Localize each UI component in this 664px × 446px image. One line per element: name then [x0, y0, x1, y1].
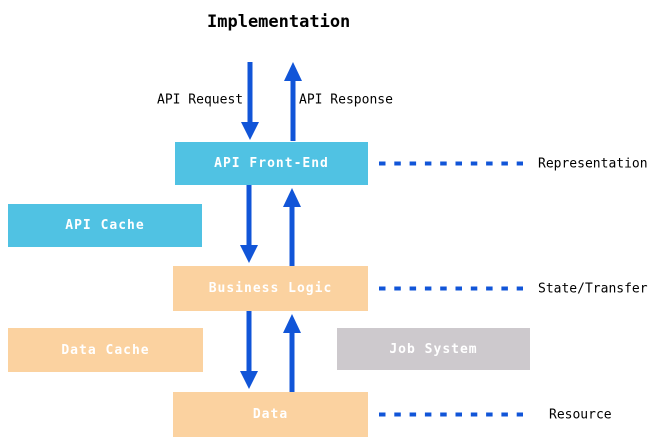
api-request-label: API Request [157, 92, 244, 108]
logic-to-frontend-arrow-up-icon [283, 188, 301, 266]
frontend-to-logic-arrow-down-icon [240, 185, 258, 263]
data-box-label: Data [252, 407, 289, 422]
api-front-end-box-label: API Front-End [214, 156, 329, 171]
logic-to-data-arrow-down-icon [240, 311, 258, 389]
job-system-box-label: Job System [389, 341, 478, 357]
business-logic-box-label: Business Logic [208, 281, 333, 296]
api-cache-box: API Cache [8, 204, 202, 247]
business-logic-box: Business Logic [173, 266, 368, 311]
state-transfer-layer-label: State/Transfer [538, 281, 648, 297]
data-to-logic-arrow-up-icon [283, 314, 301, 392]
data-cache-box: Data Cache [8, 328, 203, 372]
diagram-title: Implementation [207, 12, 351, 32]
api-front-end-box: API Front-End [175, 142, 368, 185]
representation-layer-label: Representation [538, 156, 648, 172]
job-system-box: Job System [337, 328, 530, 370]
api-request-arrow-down-icon [241, 62, 259, 140]
data-cache-box-label: Data Cache [61, 342, 150, 358]
data-box: Data [173, 392, 368, 437]
api-response-label: API Response [299, 92, 393, 108]
resource-layer-label: Resource [549, 407, 612, 423]
api-cache-box-label: API Cache [65, 218, 145, 233]
